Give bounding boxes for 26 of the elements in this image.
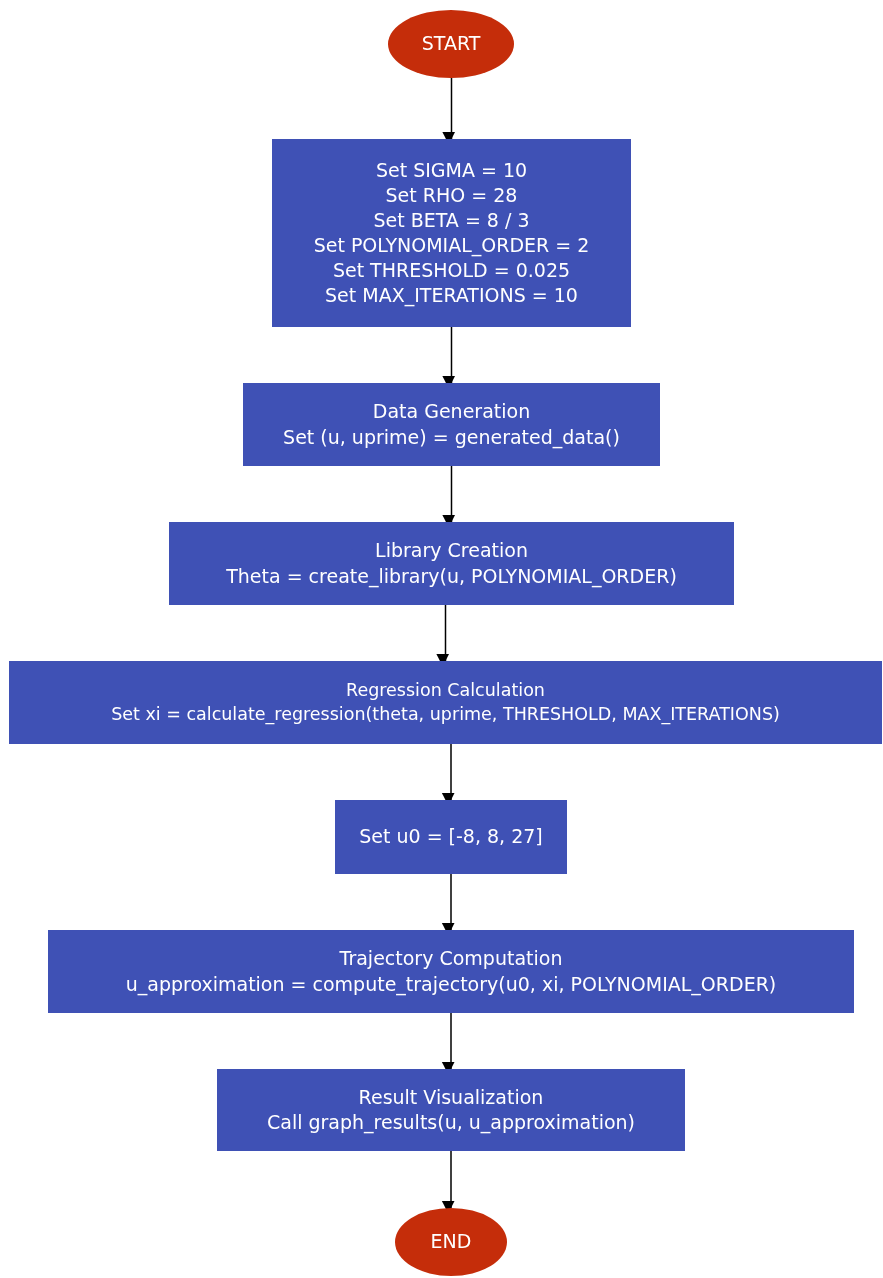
node-text: Set RHO = 28 — [385, 182, 518, 208]
node-text: Theta = create_library(u, POLYNOMIAL_ORDER) — [226, 563, 677, 589]
process-box — [243, 383, 660, 466]
node-text: Set THRESHOLD = 0.025 — [332, 258, 571, 284]
process-box — [48, 930, 854, 1013]
process-box — [217, 1069, 685, 1151]
node-text: Set u0 = [-8, 8, 27] — [359, 824, 543, 850]
process-box — [169, 522, 734, 605]
process-box — [272, 139, 631, 327]
node-text: Set POLYNOMIAL_ORDER = 2 — [313, 233, 590, 259]
node-text: Result Visualization — [358, 1084, 544, 1110]
node-text: Set MAX_ITERATIONS = 10 — [325, 283, 578, 309]
node-text: START — [421, 31, 481, 57]
node-text: Set SIGMA = 10 — [375, 157, 528, 183]
node-text: u_approximation = compute_trajectory(u0, xi, POLYNOMIAL_ORDER) — [125, 971, 777, 997]
node-text: Data Generation — [372, 399, 531, 425]
node-text: Call graph_results(u, u_approximation) — [266, 1110, 635, 1136]
node-text: Set xi = calculate_regression(theta, uprime, THRESHOLD, MAX_ITERATIONS) — [111, 702, 780, 726]
node-text: Set (u, uprime) = generated_data() — [283, 424, 620, 450]
node-text: Library Creation — [375, 538, 528, 564]
node-text: Trajectory Computation — [339, 946, 563, 972]
node-text: Regression Calculation — [346, 679, 545, 703]
node-text: Set BETA = 8 / 3 — [373, 207, 530, 233]
process-box — [335, 800, 567, 874]
node-text: END — [430, 1229, 472, 1255]
process-box — [9, 661, 882, 744]
